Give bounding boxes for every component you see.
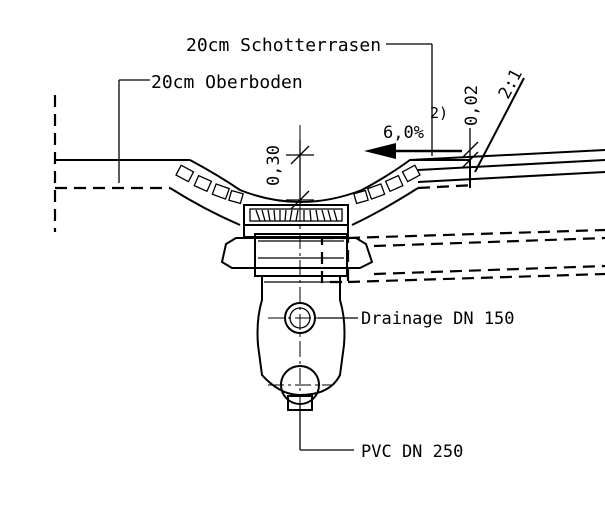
dimension-002 — [461, 128, 479, 170]
right-surface — [409, 77, 605, 190]
left-curb-stones — [175, 164, 244, 205]
swale-trough — [169, 159, 470, 226]
label-pvc: PVC DN 250 — [361, 442, 463, 462]
label-oberboden: 20cm Oberboden — [151, 72, 303, 93]
right-curb-stones — [353, 164, 421, 205]
arrow-left-icon — [364, 143, 462, 159]
inlet-shaft — [220, 125, 374, 420]
label-drainage: Drainage DN 150 — [361, 309, 515, 329]
leader-lines — [118, 43, 433, 451]
grating-bars — [255, 209, 338, 222]
left-boundary — [53, 95, 190, 232]
label-slope-ratio: 2:1 — [495, 66, 527, 103]
label-depth-030: 0,30 — [264, 145, 284, 186]
dimension-030 — [286, 140, 314, 210]
label-note-ref: 2) — [430, 104, 448, 122]
label-cross-slope: 6,0% — [383, 123, 424, 143]
outlet-pipe — [320, 228, 605, 284]
label-thickness-002: 0,02 — [462, 85, 482, 126]
label-schotterrasen: 20cm Schotterrasen — [186, 35, 381, 56]
